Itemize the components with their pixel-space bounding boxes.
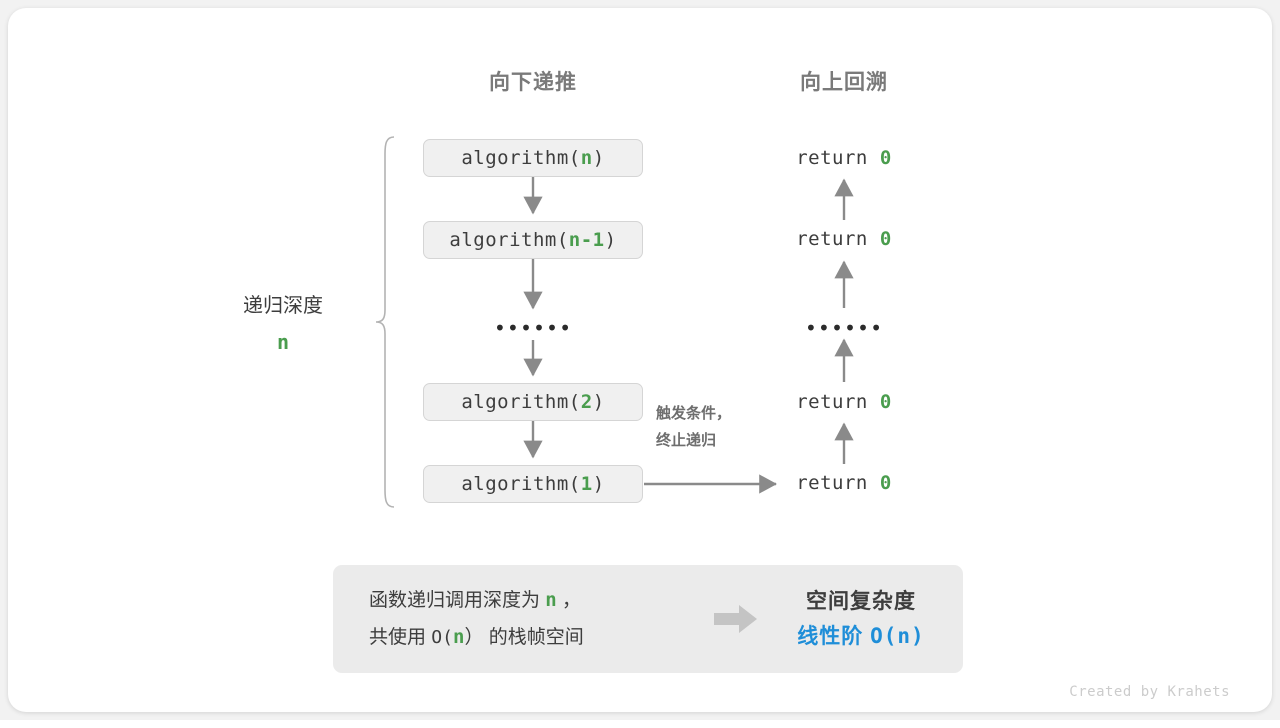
- call-box-n[interactable]: algorithm(n): [423, 139, 643, 177]
- return-value-3: 0: [879, 391, 892, 413]
- call-box-n1-prefix: algorithm(: [449, 229, 569, 251]
- call-box-1-prefix: algorithm(: [461, 473, 581, 495]
- depth-brace-icon: [375, 136, 395, 508]
- call-box-n-suffix: ): [592, 147, 605, 169]
- summary-panel: 函数递归调用深度为 n ， 共使用 O(n） 的栈帧空间 空间复杂度 线性阶 O…: [333, 565, 963, 673]
- termination-condition-note: 触发条件， 终止递归: [656, 400, 786, 454]
- call-box-n1-suffix: ): [604, 229, 617, 251]
- return-value-2: 0: [879, 228, 892, 250]
- call-box-1[interactable]: algorithm(1): [423, 465, 643, 503]
- summary-arrow-icon: [699, 604, 773, 634]
- credit-label: Created by Krahets: [1069, 684, 1230, 700]
- summary-line1-n: n: [545, 589, 557, 611]
- summary-conclusion: 空间复杂度 线性阶 O(n): [773, 585, 963, 654]
- return-label-1: return 0: [734, 147, 954, 169]
- summary-complexity-notation: O(n): [870, 623, 925, 648]
- return-value-1: 0: [879, 147, 892, 169]
- call-box-n-prefix: algorithm(: [461, 147, 581, 169]
- call-box-2-arg: 2: [580, 391, 593, 413]
- recursion-depth-label: 递归深度 n: [208, 288, 358, 361]
- column-header-downward: 向下递推: [489, 71, 577, 94]
- call-box-2-suffix: ): [592, 391, 605, 413]
- termination-note-line2: 终止递归: [656, 432, 717, 449]
- call-box-1-suffix: ): [592, 473, 605, 495]
- call-box-n-minus-1[interactable]: algorithm(n-1): [423, 221, 643, 259]
- return-keyword-4: return: [796, 472, 880, 494]
- call-box-n-arg: n: [580, 147, 593, 169]
- return-keyword-3: return: [796, 391, 880, 413]
- call-box-2-prefix: algorithm(: [461, 391, 581, 413]
- call-box-1-arg: 1: [580, 473, 593, 495]
- summary-line2-tail: 的栈帧空间: [488, 627, 584, 648]
- ellipsis-left: ••••••: [493, 316, 573, 340]
- diagram-card: 向下递推 向上回溯 递归深度 n algorithm(n) algorithm(…: [8, 8, 1272, 712]
- recursion-depth-text: 递归深度: [243, 295, 323, 317]
- recursion-depth-value: n: [276, 330, 290, 354]
- summary-conclusion-title: 空间复杂度: [806, 589, 916, 613]
- ellipsis-right: ••••••: [804, 316, 884, 340]
- return-keyword-1: return: [796, 147, 880, 169]
- summary-line2-n: n: [452, 626, 465, 648]
- summary-description: 函数递归调用深度为 n ， 共使用 O(n） 的栈帧空间: [333, 582, 699, 656]
- summary-line1-comma: ，: [562, 590, 582, 611]
- return-label-2: return 0: [734, 228, 954, 250]
- summary-complexity-name: 线性阶: [797, 624, 864, 648]
- return-label-4: return 0: [734, 472, 954, 494]
- summary-line2-bigo: O(: [431, 627, 453, 648]
- column-header-upward: 向上回溯: [800, 71, 888, 94]
- summary-line1-text: 函数递归调用深度为: [369, 590, 541, 611]
- call-box-n1-arg: n-1: [568, 229, 605, 251]
- return-value-4: 0: [879, 472, 892, 494]
- return-label-3: return 0: [734, 391, 954, 413]
- summary-line2-text: 共使用: [369, 627, 427, 648]
- return-keyword-2: return: [796, 228, 880, 250]
- termination-note-line1: 触发条件，: [656, 405, 732, 422]
- call-box-2[interactable]: algorithm(2): [423, 383, 643, 421]
- summary-conclusion-value: 线性阶 O(n): [773, 619, 949, 654]
- summary-line2-paren: ）: [464, 627, 484, 648]
